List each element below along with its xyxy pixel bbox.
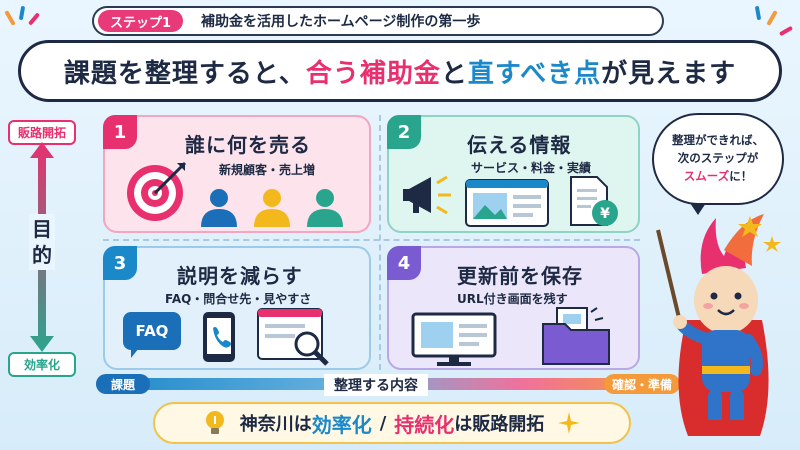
invoice-yen-icon: ¥ bbox=[570, 176, 618, 226]
headline-part: が見えます bbox=[601, 58, 737, 89]
magnifier-page-icon bbox=[257, 308, 329, 366]
grid-divider bbox=[379, 115, 381, 370]
card-title: 説明を減らす bbox=[177, 264, 303, 288]
mascot bbox=[656, 214, 781, 436]
bubble-line-rest: に！ bbox=[729, 169, 753, 183]
bubble-line: 整理ができれば、 bbox=[672, 133, 764, 147]
lightbulb-icon bbox=[205, 411, 224, 434]
axis-top-label: 販路開拓 bbox=[8, 120, 76, 145]
bubble-highlight: スムーズ bbox=[683, 169, 730, 183]
summary-highlight-pink: 持続化 bbox=[394, 412, 455, 437]
step-badge: ステップ1 bbox=[98, 10, 184, 32]
speech-bubble-tail bbox=[690, 203, 706, 215]
burst-decoration bbox=[18, 5, 26, 21]
bubble-line: スムーズに！ bbox=[654, 167, 782, 185]
svg-text:¥: ¥ bbox=[600, 206, 610, 222]
burst-decoration bbox=[766, 10, 778, 26]
card-number: 3 bbox=[103, 246, 137, 280]
megaphone-icon bbox=[403, 175, 451, 215]
card-subtitle: サービス・料金・実績 bbox=[471, 161, 592, 175]
card-title: 更新前を保存 bbox=[457, 264, 583, 288]
webpage-icon bbox=[465, 179, 549, 227]
flow-end-chip: 確認・準備 bbox=[604, 374, 680, 394]
axis-middle: 目 的 bbox=[29, 214, 55, 270]
axis-bottom-label: 効率化 bbox=[8, 352, 76, 377]
monitor-icon bbox=[411, 312, 497, 366]
card-number: 1 bbox=[103, 115, 137, 149]
step-text: 補助金を活用したホームページ制作の第一歩 bbox=[201, 14, 481, 30]
faq-bubble-icon: FAQ bbox=[123, 312, 181, 350]
card-information: 2 伝える情報 サービス・料金・実績 ¥ bbox=[387, 115, 640, 233]
card-title: 誰に何を売る bbox=[185, 133, 311, 157]
burst-decoration bbox=[4, 10, 16, 26]
summary-text: は販路開拓 bbox=[454, 414, 545, 435]
headline-highlight-blue: 直すべき点 bbox=[467, 58, 602, 89]
burst-decoration bbox=[27, 12, 41, 26]
flow-start-chip: 課題 bbox=[96, 374, 150, 394]
summary-text: 神奈川は bbox=[239, 414, 312, 435]
phone-icon bbox=[203, 312, 235, 362]
headline: 課題を整理すると、合う補助金と直すべき点が見えます bbox=[18, 40, 782, 102]
summary-highlight-blue: 効率化 bbox=[311, 412, 372, 437]
axis-middle-char: 目 bbox=[32, 217, 52, 241]
card-number: 4 bbox=[387, 246, 421, 280]
card-subtitle: URL付き画面を残す bbox=[457, 292, 568, 306]
flow-label: 整理する内容 bbox=[324, 374, 428, 396]
card-subtitle: 新規顧客・売上増 bbox=[219, 163, 316, 177]
grid-divider bbox=[103, 239, 640, 241]
speech-bubble: 整理ができれば、 次のステップが スムーズに！ bbox=[652, 113, 784, 205]
folder-icon bbox=[542, 307, 610, 365]
headline-part: と bbox=[440, 58, 468, 89]
axis-middle-char: 的 bbox=[32, 243, 52, 267]
card-target-customer: 1 誰に何を売る 新規顧客・売上増 bbox=[103, 115, 371, 233]
headline-part: 課題を整理すると、 bbox=[63, 58, 306, 89]
burst-decoration bbox=[778, 25, 794, 37]
target-icon bbox=[127, 161, 187, 221]
burst-decoration bbox=[754, 5, 762, 21]
summary-pill: 神奈川は 効率化 / 持続化 は販路開拓 bbox=[153, 402, 631, 444]
sparkle-icon bbox=[558, 412, 581, 434]
card-subtitle: FAQ・問合せ先・見やすさ bbox=[165, 292, 312, 306]
headline-highlight-pink: 合う補助金 bbox=[305, 58, 441, 89]
card-title: 伝える情報 bbox=[467, 133, 572, 157]
card-reduce-explanation: 3 説明を減らす FAQ・問合せ先・見やすさ FAQ bbox=[103, 246, 371, 370]
faq-bubble-tail bbox=[131, 348, 139, 358]
card-save-before-update: 4 更新前を保存 URL付き画面を残す bbox=[387, 246, 640, 370]
card-number: 2 bbox=[387, 115, 421, 149]
bubble-line: 次のステップが bbox=[677, 151, 759, 165]
step-header: ステップ1 補助金を活用したホームページ制作の第一歩 bbox=[92, 6, 664, 36]
people-icon bbox=[201, 189, 343, 227]
summary-slash: / bbox=[379, 412, 387, 434]
